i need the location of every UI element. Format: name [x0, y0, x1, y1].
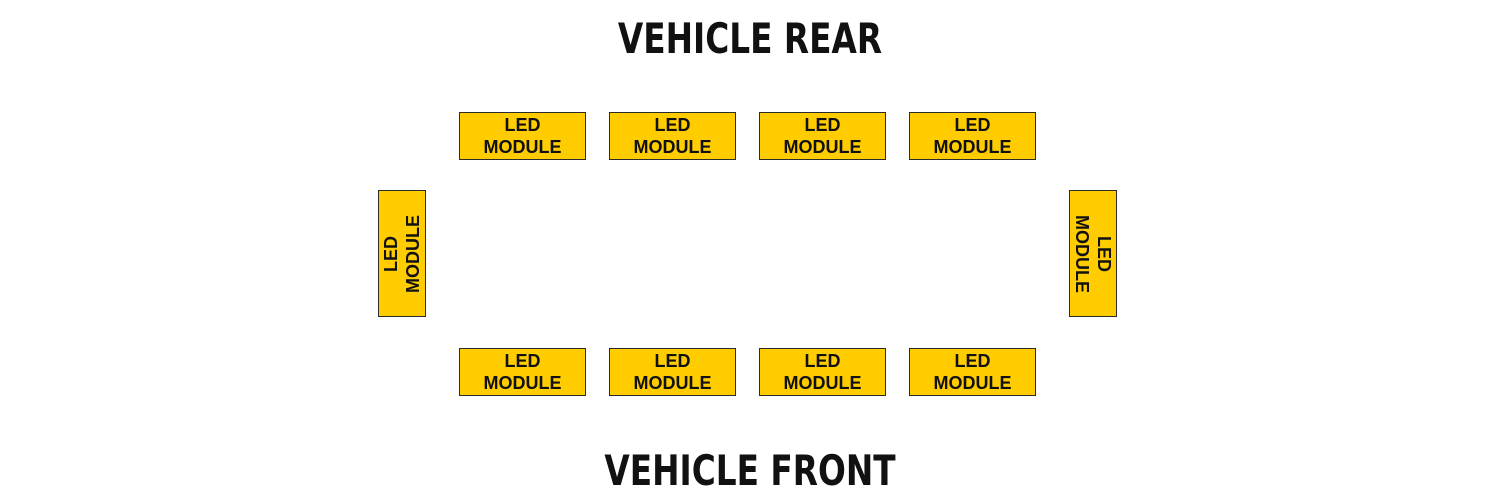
led-module-label-line2: MODULE [483, 373, 562, 393]
led-module-label-line2: MODULE [783, 373, 862, 393]
led-module-rear-3: LED MODULE [759, 112, 886, 160]
led-module-label-line1: LED [1094, 235, 1114, 272]
led-module-label: LED MODULE [380, 215, 424, 293]
led-module-label-line1: LED [504, 351, 541, 371]
led-module-label-line2: MODULE [933, 137, 1012, 157]
led-module-right-side: LED MODULE [1069, 190, 1117, 317]
led-module-rear-4: LED MODULE [909, 112, 1036, 160]
led-module-label-line1: LED [504, 115, 541, 135]
led-module-label-line2: MODULE [1072, 214, 1092, 293]
led-module-label-line1: LED [954, 115, 991, 135]
led-module-label-line2: MODULE [483, 137, 562, 157]
led-module-label-line1: LED [654, 351, 691, 371]
vehicle-front-heading: VEHICLE FRONT [604, 446, 896, 495]
led-module-label-line2: MODULE [403, 214, 423, 293]
led-module-label-line1: LED [381, 235, 401, 272]
led-module-label-line2: MODULE [783, 137, 862, 157]
led-module-label-line1: LED [804, 351, 841, 371]
led-module-label-line1: LED [954, 351, 991, 371]
led-module-label-line1: LED [654, 115, 691, 135]
led-module-label-line2: MODULE [933, 373, 1012, 393]
led-module-rear-2: LED MODULE [609, 112, 736, 160]
vehicle-rear-heading: VEHICLE REAR [617, 14, 883, 63]
led-module-label-line1: LED [804, 115, 841, 135]
led-module-rear-1: LED MODULE [459, 112, 586, 160]
led-module-front-4: LED MODULE [909, 348, 1036, 396]
led-module-label: LED MODULE [1071, 215, 1115, 293]
led-module-front-2: LED MODULE [609, 348, 736, 396]
led-module-left-side: LED MODULE [378, 190, 426, 317]
led-module-front-1: LED MODULE [459, 348, 586, 396]
led-module-label-line2: MODULE [633, 373, 712, 393]
led-module-label-line2: MODULE [633, 137, 712, 157]
led-module-front-3: LED MODULE [759, 348, 886, 396]
